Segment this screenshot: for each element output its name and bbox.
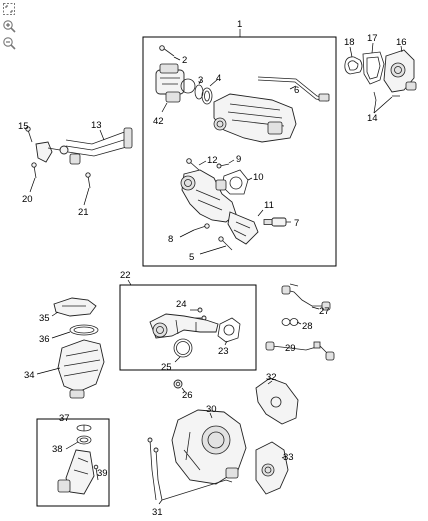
part-9-bolt[interactable] [216,163,230,169]
callout-17[interactable]: 17 [367,33,378,44]
part-26-nut[interactable] [173,379,183,389]
part-4-gasket[interactable] [201,87,213,105]
part-28-clamps[interactable] [281,318,299,326]
part-29-coolant-hose[interactable] [265,341,335,361]
part-33-elbow-housing[interactable] [255,441,289,495]
part-37-bolt[interactable] [76,424,92,432]
callout-26[interactable]: 26 [182,390,193,401]
callout-22[interactable]: 22 [120,270,131,281]
callout-33[interactable]: 33 [283,452,294,463]
part-25-gasket[interactable] [173,338,193,358]
part-17-gasket[interactable] [362,51,385,85]
part-23-gasket[interactable] [217,317,241,343]
zoom-out-icon[interactable] [2,36,16,50]
callout-2[interactable]: 2 [182,55,187,66]
callout-27[interactable]: 27 [319,306,330,317]
callout-42[interactable]: 42 [153,116,164,127]
part-intake-elbow-pipe[interactable] [149,313,219,339]
part-34-catalytic-converter[interactable] [57,339,105,399]
part-20-bolt[interactable] [31,162,37,179]
part-14-bolts[interactable] [373,91,400,101]
callout-8[interactable]: 8 [168,234,173,245]
part-7-sensor[interactable] [263,217,291,227]
callout-24[interactable]: 24 [176,299,187,310]
callout-28[interactable]: 28 [302,321,313,332]
part-32-bracket[interactable] [255,377,299,425]
part-downpipe[interactable] [57,449,95,495]
callout-21[interactable]: 21 [78,207,89,218]
callout-18[interactable]: 18 [344,37,355,48]
part-bracket-left[interactable] [35,141,61,163]
callout-34[interactable]: 34 [24,370,35,381]
part-38-gasket[interactable] [76,435,92,445]
part-11-bracket[interactable] [227,211,259,245]
part-2-bolt[interactable] [159,45,175,57]
part-intake-throttle-body[interactable] [180,169,237,223]
callout-12[interactable]: 12 [207,155,218,166]
viewer-toolbar [2,2,18,53]
zoom-in-icon[interactable] [2,19,16,33]
group-frame-37 [36,418,110,507]
callout-31[interactable]: 31 [152,507,163,518]
callout-23[interactable]: 23 [218,346,229,357]
callout-38[interactable]: 38 [52,444,63,455]
callout-36[interactable]: 36 [39,334,50,345]
part-35-heat-shield[interactable] [53,297,97,317]
part-8-bolt[interactable] [193,223,210,231]
callout-3[interactable]: 3 [198,75,203,86]
part-egr-cooler[interactable] [213,93,297,143]
callout-25[interactable]: 25 [161,362,172,373]
callout-10[interactable]: 10 [253,172,264,183]
group-frame-1 [142,36,337,267]
part-21-bolt[interactable] [85,172,91,189]
fit-to-window-icon[interactable] [2,2,16,16]
callout-14[interactable]: 14 [367,113,378,124]
part-12-bolt[interactable] [186,158,200,171]
callout-29[interactable]: 29 [285,343,296,354]
callout-37[interactable]: 37 [59,413,70,424]
callout-15[interactable]: 15 [18,121,29,132]
part-16-thermostat-housing[interactable] [383,49,417,93]
callout-35[interactable]: 35 [39,313,50,324]
part-18-gasket[interactable] [344,56,363,75]
part-15-bolt[interactable] [25,126,33,143]
callout-1[interactable]: 1 [237,19,242,30]
callout-4[interactable]: 4 [216,73,221,84]
callout-30[interactable]: 30 [206,404,217,415]
part-31-pipes[interactable] [147,437,233,501]
callout-7[interactable]: 7 [294,218,299,229]
callout-9[interactable]: 9 [236,154,241,165]
part-27-coolant-hose[interactable] [281,283,331,311]
callout-32[interactable]: 32 [266,372,277,383]
part-13-coolant-tubes[interactable] [59,127,133,165]
part-39-clip[interactable] [93,464,99,481]
part-5-bolt[interactable] [218,236,233,251]
callout-6[interactable]: 6 [294,85,299,96]
callout-16[interactable]: 16 [396,37,407,48]
callout-13[interactable]: 13 [91,120,102,131]
part-6-egr-pipe[interactable] [257,76,330,102]
group-frame-22 [119,284,257,371]
part-42-egr-valve[interactable] [155,63,196,103]
callout-39[interactable]: 39 [97,468,108,479]
callout-11[interactable]: 11 [264,200,274,211]
callout-5[interactable]: 5 [189,252,194,263]
callout-20[interactable]: 20 [22,194,33,205]
part-30-turbocharger[interactable] [171,409,247,485]
part-36-gasket[interactable] [69,324,99,336]
